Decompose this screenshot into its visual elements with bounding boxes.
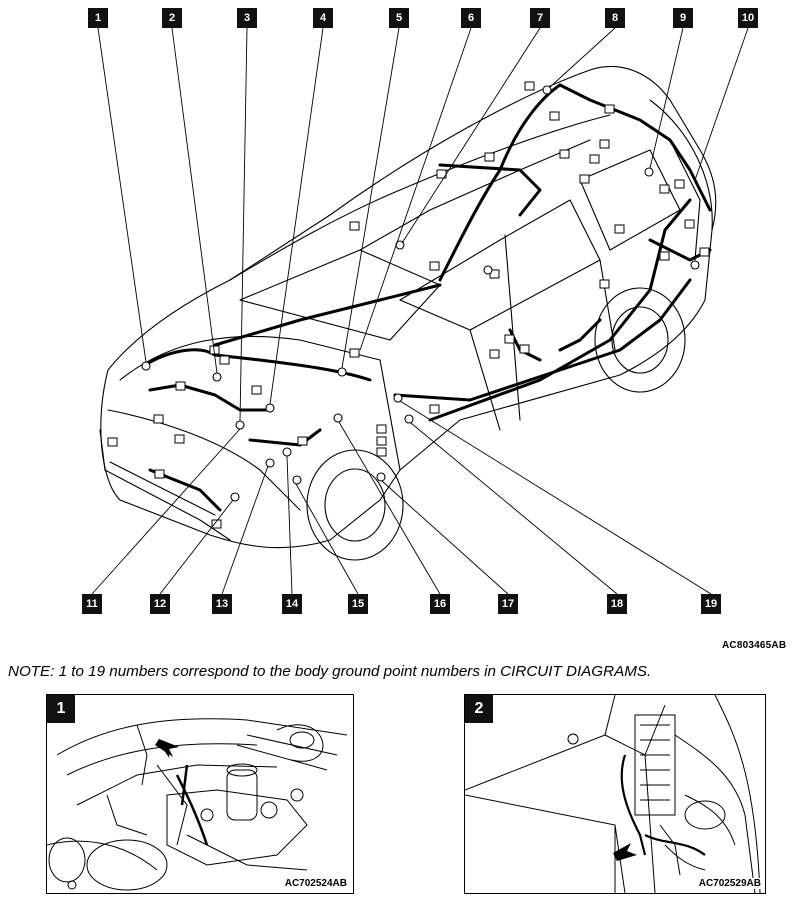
ground-point-label-18: 18 xyxy=(607,594,627,614)
inset-1-ref-code: AC702524AB xyxy=(282,878,349,889)
main-diagram-ref-code: AC803465AB xyxy=(722,640,787,651)
ground-point-label-19: 19 xyxy=(701,594,721,614)
ground-point-label-1: 1 xyxy=(88,8,108,28)
inset-photo-2: 2 AC702 xyxy=(464,694,766,894)
ground-point-label-15: 15 xyxy=(348,594,368,614)
ground-point-label-8: 8 xyxy=(605,8,625,28)
ground-point-label-3: 3 xyxy=(237,8,257,28)
ground-point-label-12: 12 xyxy=(150,594,170,614)
ground-point-label-4: 4 xyxy=(313,8,333,28)
inset-label-1: 1 xyxy=(47,695,75,723)
inset-photo-1: 1 xyxy=(46,694,354,894)
ground-point-label-13: 13 xyxy=(212,594,232,614)
ground-point-label-10: 10 xyxy=(738,8,758,28)
ground-point-label-5: 5 xyxy=(389,8,409,28)
ground-point-label-17: 17 xyxy=(498,594,518,614)
ground-point-label-14: 14 xyxy=(282,594,302,614)
engine-bay-illustration xyxy=(47,718,348,891)
inset-label-2: 2 xyxy=(465,695,493,723)
vehicle-wiring-illustration xyxy=(91,27,749,595)
body-panel-illustration xyxy=(465,695,761,893)
inset-2-ref-code: AC702529AB xyxy=(696,878,763,889)
ground-point-label-16: 16 xyxy=(430,594,450,614)
ground-point-label-2: 2 xyxy=(162,8,182,28)
note-text: NOTE: 1 to 19 numbers correspond to the … xyxy=(8,663,652,680)
ground-point-label-7: 7 xyxy=(530,8,550,28)
ground-point-label-6: 6 xyxy=(461,8,481,28)
ground-point-label-9: 9 xyxy=(673,8,693,28)
ground-point-label-11: 11 xyxy=(82,594,102,614)
